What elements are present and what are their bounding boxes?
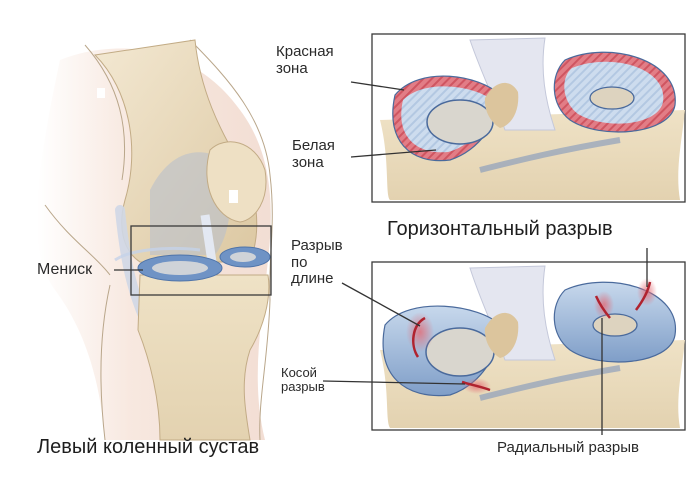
longitudinal-tear-line3: длине: [291, 270, 334, 287]
red-zone-label-line2: зона: [276, 59, 308, 77]
white-zone-label: Белая зона: [292, 137, 335, 171]
meniscus-tears-illustration: [322, 248, 686, 435]
diagram-caption: Левый коленный сустав: [37, 436, 260, 458]
meniscus-zones-illustration: [350, 33, 686, 203]
radial-tear-label: Радиальный разрыв: [497, 439, 639, 456]
horizontal-tear-title: Горизонтальный разрыв: [387, 218, 613, 240]
meniscus-label: Мениск: [37, 261, 93, 278]
white-zone-label-line2: зона: [292, 153, 324, 171]
oblique-tear-line2: разрыв: [281, 379, 325, 395]
longitudinal-tear-line2: по: [291, 253, 308, 271]
red-zone-label: Красная зона: [276, 43, 334, 77]
longitudinal-tear-line1: Разрыв: [291, 237, 343, 254]
white-zone-label-line1: Белая: [292, 137, 335, 154]
longitudinal-tear-label: Разрыв по длине: [291, 237, 343, 288]
oblique-tear-line1: Косой: [281, 365, 317, 380]
oblique-tear-label: Косой разрыв: [281, 365, 325, 395]
knee-illustration: [36, 39, 273, 441]
red-zone-label-line1: Красная: [276, 43, 334, 60]
